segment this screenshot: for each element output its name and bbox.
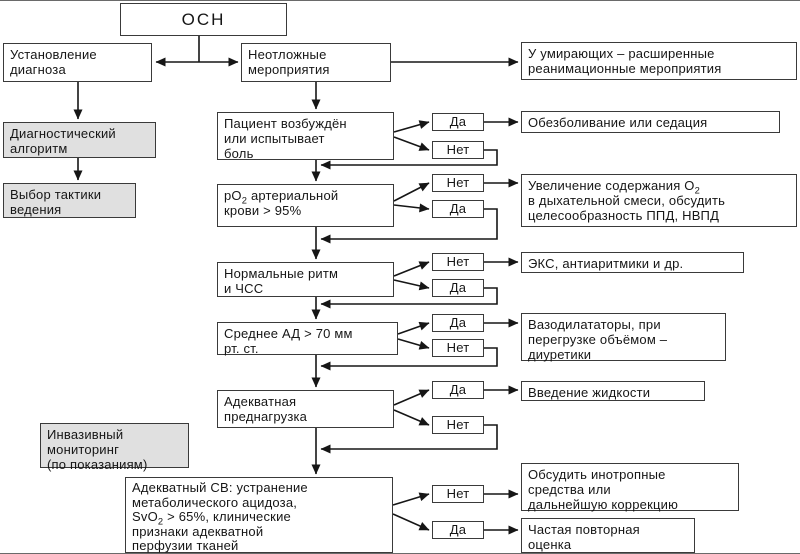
answer-da-3: Да: [432, 279, 484, 297]
answer-net-6: Нет: [432, 485, 484, 503]
answer-net-2: Нет: [432, 174, 484, 192]
text-fragment: рО: [224, 188, 242, 203]
node-po2-arterialnoy: рО2 артериальной крови > 95%: [217, 184, 394, 227]
node-umirayushchie-reanimatsiya: У умирающих – расширенные реанимационные…: [521, 42, 797, 80]
fork-adekvatnaya-net: [393, 409, 430, 426]
node-osn: ОСН: [120, 3, 287, 36]
node-eks-antiaritmiki: ЭКС, антиаритмики и др.: [521, 252, 744, 273]
text-fragment: артериальной крови > 95%: [224, 188, 339, 219]
node-chastaya-otsenka: Частая повторная оценка: [521, 518, 695, 553]
node-ustanovlenie-diagnoza: Установление диагноза: [3, 43, 152, 82]
fork-normalnye-da: [393, 279, 430, 291]
node-vazodilatatory: Вазодилататоры, при перегрузке объёмом –…: [521, 313, 726, 362]
text-fragment: Адекватный СВ: устранение метаболическог…: [132, 480, 308, 525]
text-fragment: Увеличение содержания О: [528, 178, 695, 193]
fork-srednee-da: [397, 321, 430, 335]
answer-da-2: Да: [432, 200, 484, 218]
fork-pacient-net: [393, 136, 430, 151]
node-diagnostichesky-algoritm: Диагностический алгоритм: [3, 122, 156, 158]
subscript: 2: [157, 516, 164, 527]
fork-pacient-da: [393, 120, 430, 133]
node-adekvatnaya-prednagruzka: Адекватная преднагрузка: [217, 390, 394, 428]
answer-net-4: Нет: [432, 339, 484, 357]
answer-net-1: Нет: [432, 141, 484, 159]
answer-da-5: Да: [432, 381, 484, 399]
fork-po2-da: [393, 203, 430, 213]
node-vvedenie-zhidkosti: Введение жидкости: [521, 381, 705, 401]
fork-adekvatnysv-net: [392, 492, 430, 506]
node-neotlozhnye-meropriyatiya: Неотложные мероприятия: [241, 43, 391, 82]
subscript: 2: [241, 195, 248, 206]
fork-normalnye-net: [393, 261, 430, 277]
answer-net-5: Нет: [432, 416, 484, 434]
text-fragment: в дыхательной смеси, обсудить целесообра…: [528, 193, 726, 224]
node-obezbolivanie: Обезболивание или седация: [521, 111, 780, 133]
node-obsudit-inotropnye: Обсудить инотропные средства или дальней…: [521, 463, 739, 512]
answer-da-4: Да: [432, 314, 484, 332]
fork-po2-net: [393, 182, 430, 202]
subscript: 2: [694, 185, 700, 196]
node-adekvatny-sv: Адекватный СВ: устранение метаболическог…: [125, 477, 393, 553]
node-vybor-taktiki: Выбор тактики ведения: [3, 183, 136, 218]
answer-da-1: Да: [432, 113, 484, 131]
answer-net-3: Нет: [432, 253, 484, 271]
fork-srednee-net: [397, 338, 430, 350]
node-uvelichenie-o2: Увеличение содержания О2 в дыхательной с…: [521, 174, 797, 227]
fork-adekvatnaya-da: [393, 389, 430, 406]
node-normalnye-ritm: Нормальные ритм и ЧСС: [217, 262, 394, 297]
node-invazivny-monitoring: Инвазивный мониторинг (по показаниям): [40, 423, 189, 472]
text-fragment: > 65%, клинические признаки адекватной п…: [132, 509, 291, 554]
node-pacient-vozbuzhden: Пациент возбуждён или испытывает боль: [217, 112, 394, 161]
fork-adekvatnysv-da: [392, 513, 430, 531]
answer-da-6: Да: [432, 521, 484, 539]
node-srednee-ad: Среднее АД > 70 мм рт. ст.: [217, 322, 398, 356]
